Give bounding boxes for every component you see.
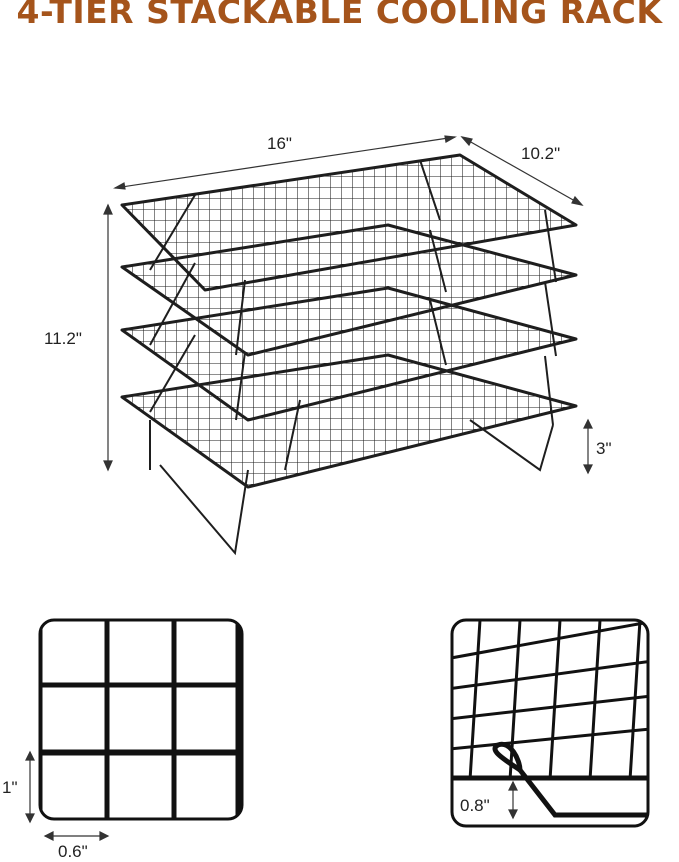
leg-clearance-label: 0.8" — [460, 796, 490, 815]
grid-detail-panel — [25, 618, 244, 841]
length-label: 16" — [267, 134, 292, 153]
height-label: 11.2" — [44, 329, 82, 348]
rack-tier-1 — [120, 153, 578, 292]
dimension-lines — [103, 135, 593, 475]
tier-gap-label: 3" — [596, 439, 612, 458]
hook-detail-panel — [450, 618, 650, 828]
width-label: 10.2" — [521, 144, 561, 163]
grid-vertical-label: 1" — [2, 778, 18, 797]
grid-horizontal-label: 0.6" — [58, 842, 88, 861]
page-title: 4-TIER STACKABLE COOLING RACK — [16, 0, 663, 31]
